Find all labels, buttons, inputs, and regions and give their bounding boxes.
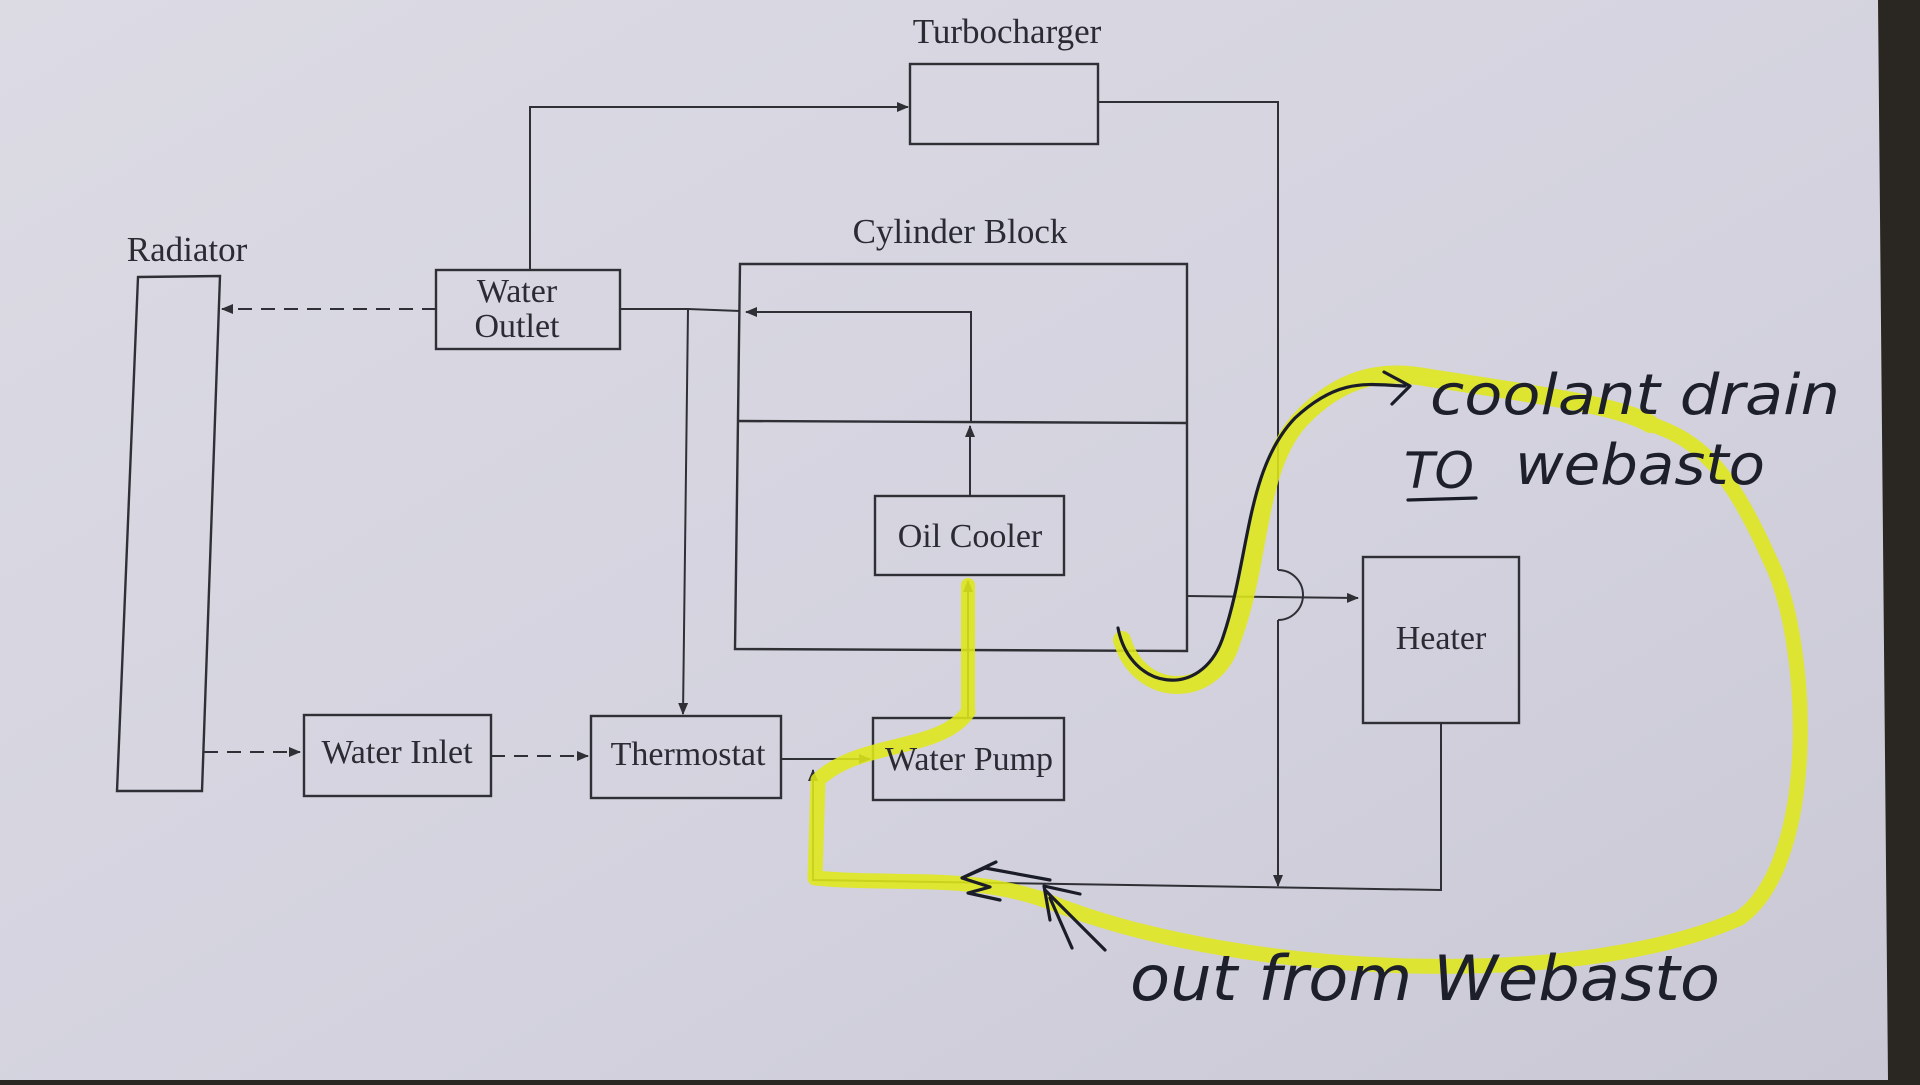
line-crossover-hump (1277, 569, 1304, 621)
water-outlet-label-line1: Water (477, 273, 558, 310)
highlighter-marks (807, 365, 1808, 974)
return-pen-arrow-tail (1048, 896, 1074, 950)
to-underline (1406, 496, 1478, 502)
outlet-to-turbo-line (529, 102, 909, 270)
to-annotation: TO (1404, 442, 1474, 500)
pen-marks (960, 370, 1478, 952)
return-pen-arrow-shaft (1043, 888, 1107, 952)
printed-labels: Turbocharger Cylinder Block Radiator Wat… (127, 12, 1487, 778)
turbocharger-label: Turbocharger (913, 12, 1102, 51)
highlight-pump-return (807, 416, 1808, 974)
cylinder-block-divider (736, 419, 1188, 425)
water-outlet-label-line2: Outlet (475, 308, 561, 345)
return-pen-loop (960, 860, 1052, 902)
block-internal-return (745, 307, 972, 421)
return-pen-arrow-head (1042, 884, 1082, 922)
drain-pen-arrowhead (1382, 370, 1412, 406)
block-to-heater-line (1186, 592, 1359, 603)
cylinder-block-box (733, 262, 1189, 653)
drain-pen-curve (1116, 382, 1407, 682)
water-inlet-label: Water Inlet (321, 734, 473, 771)
handwritten-annotations: coolant drain TO webasto out from Webast… (1130, 363, 1840, 1015)
turbo-return-line (1098, 101, 1279, 570)
highlight-coolant-drain (1113, 365, 1659, 694)
block-to-outlet-line (687, 308, 741, 312)
cylinder-block-label: Cylinder Block (853, 212, 1068, 251)
coolant-drain-annotation: coolant drain (1430, 363, 1840, 428)
out-from-webasto-annotation: out from Webasto (1130, 942, 1720, 1015)
turbocharger-box (908, 62, 1100, 146)
water-pump-label: Water Pump (885, 741, 1053, 778)
oil-cooler-label: Oil Cooler (898, 518, 1043, 555)
webasto-annotation: webasto (1515, 433, 1765, 498)
thermostat-box (589, 714, 783, 800)
radiator-box (115, 274, 222, 793)
heater-label: Heater (1396, 620, 1487, 657)
thermostat-label: Thermostat (611, 736, 766, 773)
radiator-label: Radiator (127, 230, 248, 269)
